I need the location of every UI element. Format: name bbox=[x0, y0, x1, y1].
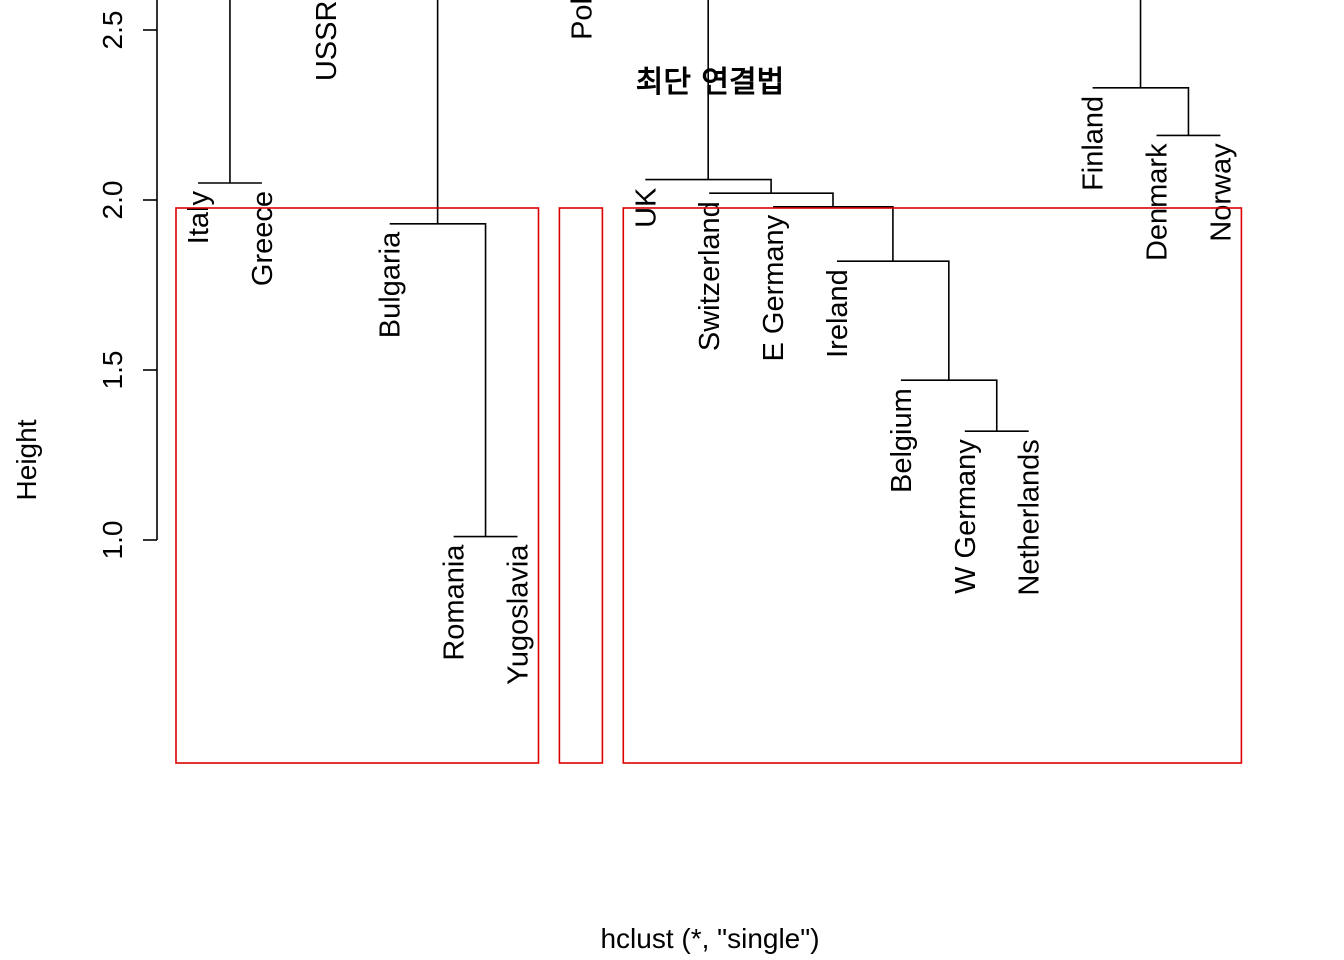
dendrogram-branch bbox=[389, 223, 487, 537]
leaf-label: Switzerland bbox=[694, 201, 726, 351]
leaf-label: Finland bbox=[1078, 96, 1110, 191]
dendrogram-branch bbox=[773, 206, 894, 262]
y-axis: 1.01.52.02.53.0 bbox=[97, 0, 158, 560]
x-axis-label: hclust (*, "single") bbox=[600, 923, 819, 954]
leaf-label: E Germany bbox=[758, 214, 790, 361]
leaf-label: Belgium bbox=[886, 388, 918, 493]
leaf-label: Norway bbox=[1205, 143, 1237, 242]
leaf-label: Greece bbox=[247, 191, 279, 286]
leaf-label: Denmark bbox=[1142, 143, 1174, 261]
y-tick-label: 2.5 bbox=[97, 11, 128, 50]
leaf-label: W Germany bbox=[950, 439, 982, 594]
dendrogram-branch bbox=[837, 260, 950, 381]
leaf-label: Ireland bbox=[822, 269, 854, 358]
leaf-label: Poland bbox=[566, 0, 598, 40]
cluster-cut-box bbox=[558, 207, 604, 764]
leaf-label: Yugoslavia bbox=[503, 544, 535, 685]
y-axis-label: Height bbox=[11, 419, 42, 500]
leaf-label: Romania bbox=[439, 544, 471, 661]
cluster-cut-boxes bbox=[175, 207, 1243, 764]
dendrogram-branch bbox=[900, 379, 998, 432]
leaf-label: Bulgaria bbox=[375, 231, 407, 338]
dendrogram-branch bbox=[645, 178, 772, 194]
y-tick-label: 1.0 bbox=[97, 521, 128, 560]
dendrogram-branch bbox=[709, 192, 834, 207]
leaf-label: Netherlands bbox=[1014, 439, 1046, 595]
dendrogram-branch bbox=[707, 0, 1142, 180]
dendrogram-branch bbox=[1092, 87, 1190, 136]
leaf-label: Italy bbox=[183, 191, 215, 245]
y-tick-label: 2.0 bbox=[97, 181, 128, 220]
cluster-cut-box bbox=[622, 207, 1243, 764]
y-tick-label: 1.5 bbox=[97, 351, 128, 390]
chart-title: 최단 연결법 bbox=[636, 65, 784, 100]
dendrogram-branch bbox=[229, 0, 231, 183]
dendrogram-tree bbox=[198, 0, 1221, 538]
leaf-label: USSR bbox=[311, 1, 343, 82]
dendrogram-branch bbox=[436, 0, 439, 224]
cluster-cut-box bbox=[175, 207, 540, 764]
